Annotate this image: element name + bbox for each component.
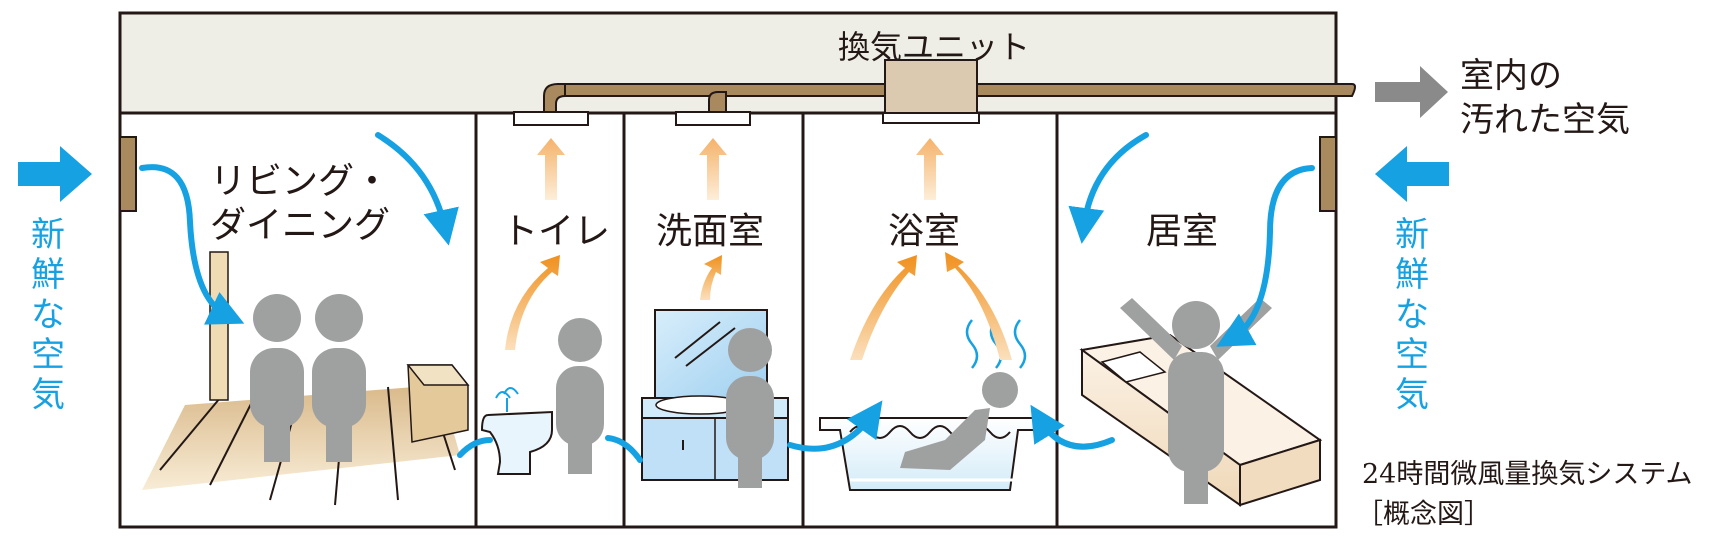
right-inlet-arrow — [1375, 146, 1449, 202]
room-label-living-line2: ダイニング — [210, 205, 391, 246]
bathing-person — [900, 372, 1018, 470]
toilet-person — [556, 318, 604, 474]
flow-toilet-to-wash — [605, 435, 643, 463]
flow-bed-to-bath — [1030, 404, 1115, 450]
bedroom-ceiling-curve — [1068, 132, 1149, 244]
exhaust-arrow — [1375, 66, 1448, 118]
room-label-living-line1: リビング・ — [210, 161, 391, 202]
exhaust-air-label-line2: 汚れた空気 — [1460, 100, 1630, 140]
toilet-grille — [513, 111, 589, 126]
person-2 — [312, 294, 366, 462]
flow-wash-to-bath — [787, 400, 883, 452]
flow-living-to-toilet — [457, 437, 493, 458]
room-label-bedroom: 居室 — [1146, 211, 1219, 252]
caption-line1: 24時間微風量換気システム — [1362, 459, 1693, 490]
room-label-toilet: トイレ — [502, 211, 611, 252]
fresh-air-label-left: 新 鮮 な 空 気 — [31, 215, 65, 415]
living-people — [250, 294, 366, 462]
ventilation-unit — [882, 59, 980, 124]
room-label-washroom: 洗面室 — [656, 211, 765, 252]
washroom-person — [726, 328, 774, 488]
living-inflow-curve — [139, 164, 245, 325]
wall-vents — [119, 136, 1337, 212]
fresh-airflow — [139, 132, 1315, 463]
fresh-air-inlet-arrows — [18, 146, 1449, 202]
washroom-grille — [675, 111, 751, 126]
fresh-air-label-right: 新 鮮 な 空 気 — [1395, 215, 1429, 415]
person-1 — [250, 294, 304, 462]
toilet-fixture — [480, 387, 553, 475]
left-wall-vent — [119, 136, 137, 212]
ceiling-space — [118, 11, 1338, 115]
caption-line2: ［概念図］ — [1356, 499, 1491, 530]
bedroom-inflow-curve — [1216, 165, 1315, 347]
living-room-furniture — [142, 251, 470, 506]
ventilation-unit-label: 換気ユニット — [838, 28, 1031, 66]
bedroom-person — [1120, 298, 1272, 504]
ceiling-grilles — [513, 111, 751, 126]
right-wall-vent — [1319, 136, 1337, 212]
living-ceiling-curve — [375, 132, 459, 246]
room-label-bathroom: 浴室 — [888, 211, 961, 252]
exhaust-air-label-line1: 室内の — [1460, 56, 1562, 96]
left-inlet-arrow — [18, 146, 92, 202]
exhaust-airflow — [505, 138, 1012, 360]
